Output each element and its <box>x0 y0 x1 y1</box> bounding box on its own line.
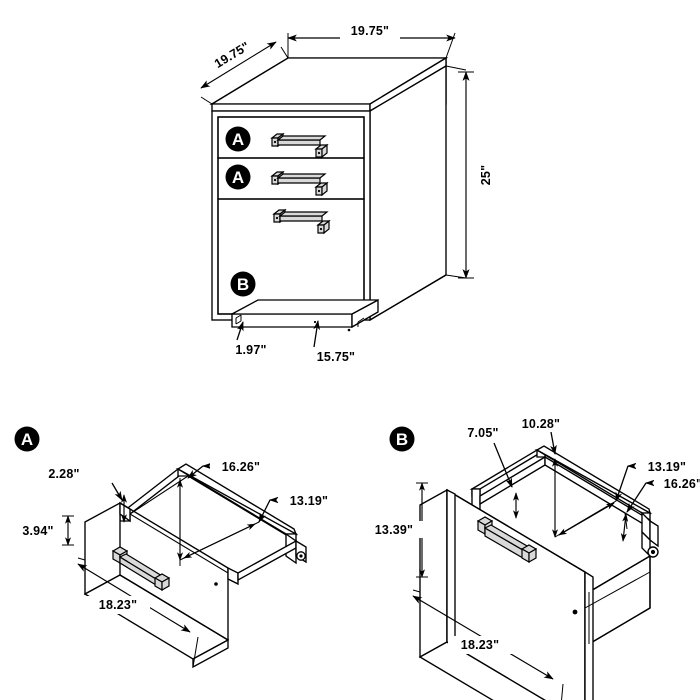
detail-b-dim-front-height: 13.39" <box>366 482 428 578</box>
callout-badge-a-middle-letter: A <box>232 168 244 187</box>
cabinet-base <box>231 298 379 329</box>
detail-b-dim-rail-height: 7.05" <box>455 424 520 519</box>
detail-a-dim-width-label: 13.19" <box>290 494 328 508</box>
detail-b-dim-front-width-label: 18.23" <box>461 638 499 652</box>
detail-b-dim-interior-depth-label: 16.26" <box>664 477 700 491</box>
detail-a-badge-letter: A <box>21 430 33 449</box>
detail-b-badge-letter: B <box>396 430 408 449</box>
callout-badge-a-top: A <box>225 126 251 152</box>
detail-b-dim-front-width: 18.23" <box>412 589 564 700</box>
detail-b-dim-interior-height-label: 10.28" <box>522 417 560 431</box>
caster-right <box>347 328 351 332</box>
dim-base-width-label: 15.75" <box>317 350 355 364</box>
main-cabinet-view: A A B 19.75" 19.75" <box>200 22 495 364</box>
detail-a-view: A <box>12 426 340 669</box>
dim-base-depth-label: 1.97" <box>235 343 266 357</box>
dim-cabinet-width-label: 19.75" <box>351 24 389 38</box>
detail-a-dim-depth-label: 16.26" <box>222 460 260 474</box>
detail-a-dim-rail-height-label: 2.28" <box>48 467 79 481</box>
detail-b-badge: B <box>389 426 415 452</box>
detail-a-dim-front-width: 18.23" <box>77 557 199 668</box>
detail-b-view: B <box>366 415 700 700</box>
cabinet-top-front-edge <box>211 103 371 112</box>
handle-file-drawer[interactable] <box>272 208 331 235</box>
dim-base-width: 15.75" <box>313 320 355 364</box>
detail-b-dim-interior-height: 10.28" <box>508 415 574 538</box>
dim-base-depth: 1.97" <box>235 321 266 357</box>
handle-middle-drawer[interactable] <box>270 170 329 197</box>
callout-badge-a-middle: A <box>225 164 251 190</box>
dim-cabinet-height-label: 25" <box>479 165 493 185</box>
detail-a-dim-front-height-label: 3.94" <box>22 524 53 538</box>
cabinet-side-bottom <box>369 274 447 321</box>
detail-b-dim-rail-height-label: 7.05" <box>467 426 498 440</box>
callout-badge-b-file: B <box>230 271 256 297</box>
detail-a-dim-depth: 16.26" <box>176 458 272 566</box>
detail-a-badge: A <box>14 426 40 452</box>
dim-cabinet-height: 25" <box>445 65 495 279</box>
dim-cabinet-width: 19.75" <box>287 22 456 59</box>
detail-b-dim-interior-width: 13.19" <box>554 458 698 538</box>
callout-badge-a-top-letter: A <box>232 130 244 149</box>
callout-badge-b-file-letter: B <box>237 275 249 294</box>
handle-top-drawer[interactable] <box>270 132 329 159</box>
detail-a-dim-rail-height: 2.28" <box>36 465 128 523</box>
detail-a-dim-width: 13.19" <box>179 492 340 561</box>
detail-a-dim-front-width-label: 18.23" <box>99 598 137 612</box>
detail-b-dim-interior-depth: 16.26" <box>620 475 700 542</box>
detail-b-dim-interior-width-label: 13.19" <box>648 460 686 474</box>
detail-b-handle[interactable] <box>476 516 538 564</box>
detail-a-dim-front-height: 3.94" <box>12 515 74 546</box>
detail-b-dim-front-height-label: 13.39" <box>375 523 413 537</box>
